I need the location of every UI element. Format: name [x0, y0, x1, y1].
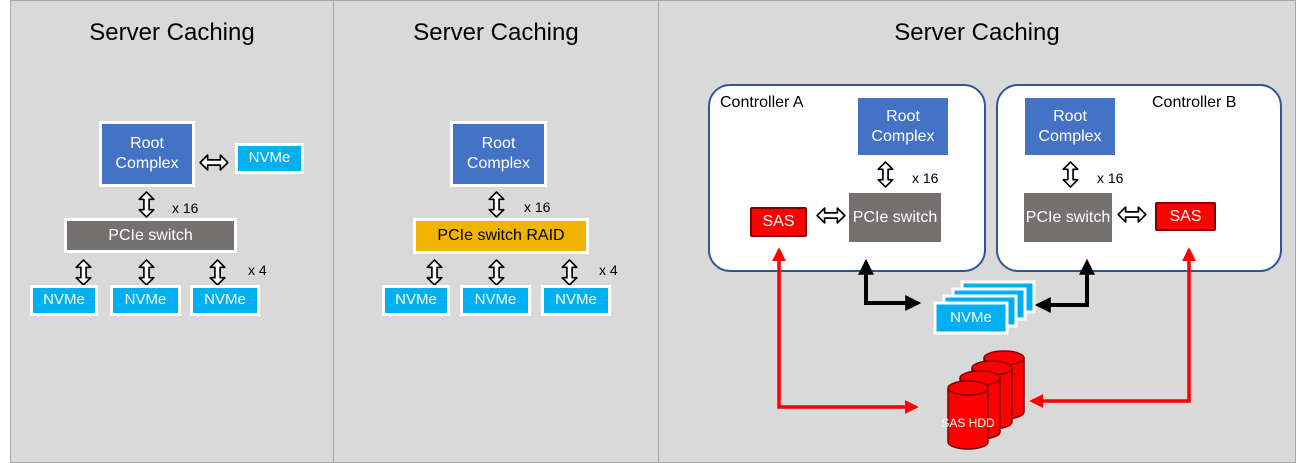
lane-label-a: x 16: [912, 170, 939, 186]
panel-title: Server Caching: [413, 19, 579, 46]
nvme-device: NVMe: [382, 285, 450, 316]
nvme-device: NVMe: [190, 285, 260, 316]
double-arrow-vertical: [138, 191, 155, 218]
connector-sas-b-hdd: [1029, 247, 1196, 408]
connector-sas-a-hdd: [772, 247, 919, 414]
pcie-switch: PCIe switch: [64, 218, 237, 253]
double-arrow-vertical: [488, 191, 505, 218]
double-arrow-vertical: [138, 259, 155, 286]
sas-controller-b: SAS: [1155, 202, 1216, 231]
root-complex: Root Complex: [99, 121, 195, 187]
hdd-label: SAS HDD: [941, 416, 995, 430]
root-complex-a: Root Complex: [855, 95, 951, 158]
panel-title: Server Caching: [89, 19, 255, 46]
lane-label-b: x 16: [1097, 170, 1124, 186]
double-arrow-vertical: [1062, 161, 1079, 188]
fanout-label: x 4: [248, 262, 267, 278]
double-arrow-horizontal: [199, 154, 229, 171]
nvme-device: NVMe: [235, 143, 304, 174]
nvme-stack-card: [933, 301, 1009, 335]
panel-title: Server Caching: [894, 19, 1060, 46]
hdd-stack: [947, 350, 1025, 450]
controller-b-label: Controller B: [1152, 94, 1237, 111]
pcie-switch-a: PCIe switch: [846, 190, 944, 245]
root-complex: Root Complex: [450, 121, 547, 187]
lane-label: x 16: [172, 200, 199, 216]
double-arrow-vertical: [209, 259, 226, 286]
nvme-device: NVMe: [30, 285, 98, 316]
pcie-switch-raid: PCIe switch RAID: [413, 218, 589, 254]
nvme-device: NVMe: [541, 285, 611, 316]
double-arrow-vertical: [75, 259, 92, 286]
double-arrow-vertical: [426, 259, 443, 286]
connector-b-nvme: [1034, 258, 1095, 313]
root-complex-b: Root Complex: [1022, 95, 1118, 158]
nvme-device: NVMe: [460, 285, 531, 316]
double-arrow-horizontal: [1117, 206, 1147, 223]
connector-a-nvme: [858, 258, 922, 311]
lane-label: x 16: [524, 199, 551, 215]
double-arrow-vertical: [488, 259, 505, 286]
shared-nvme-label: NVMe: [950, 308, 992, 326]
controller-a-label: Controller A: [720, 94, 804, 111]
double-arrow-vertical: [877, 161, 894, 188]
pcie-switch-b: PCIe switch: [1021, 190, 1115, 245]
sas-controller-a: SAS: [750, 207, 807, 237]
fanout-label: x 4: [599, 262, 618, 278]
double-arrow-vertical: [561, 259, 578, 286]
nvme-device: NVMe: [110, 285, 181, 316]
double-arrow-horizontal: [816, 207, 846, 224]
